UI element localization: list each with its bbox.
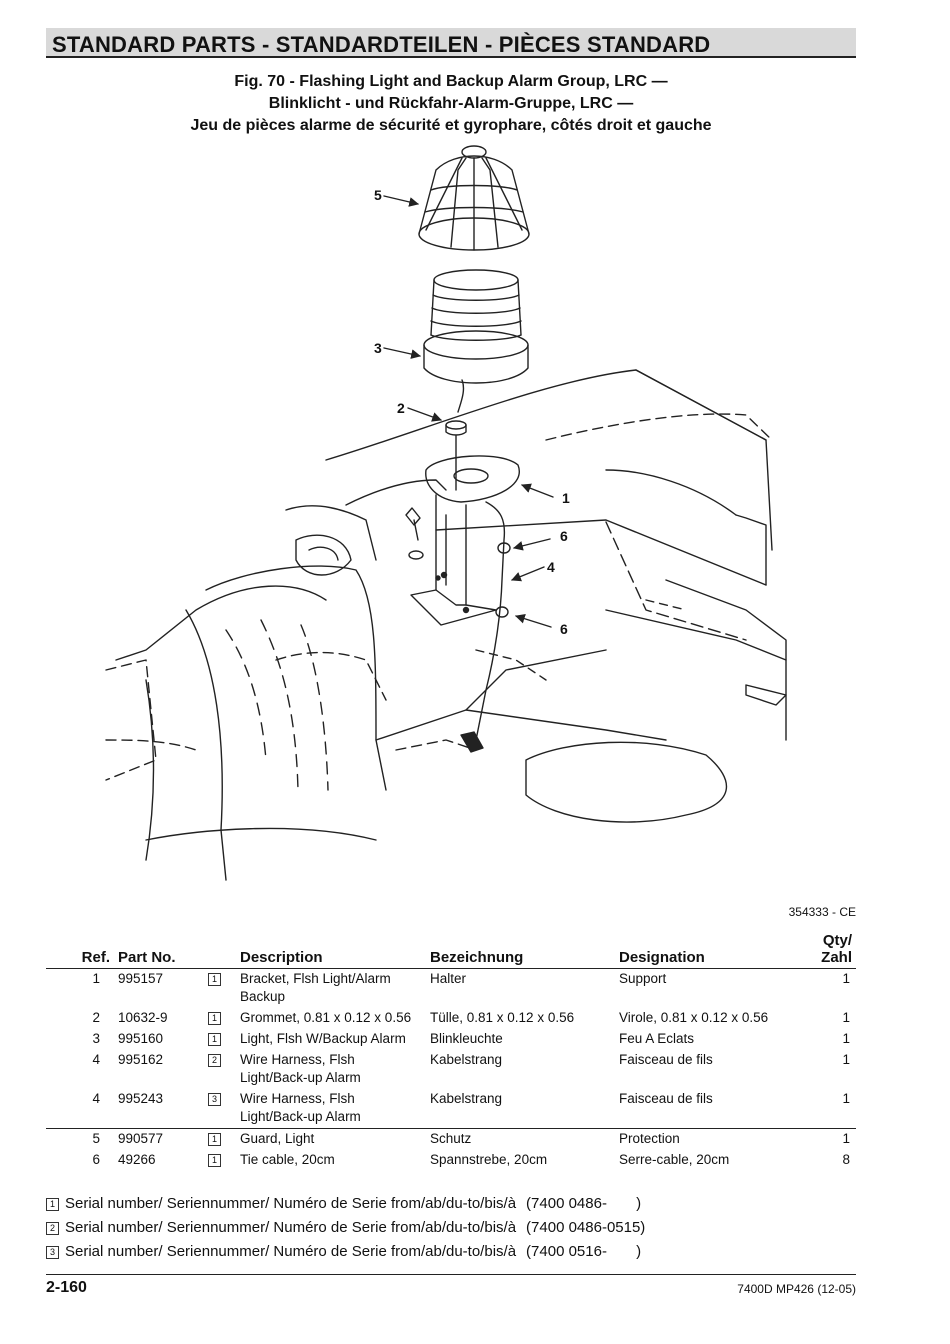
figure-title-fr: Jeu de pièces alarme de sécurité et gyro… xyxy=(190,117,712,134)
callout-5: 5 xyxy=(374,187,382,203)
serial-range: (7400 0486-0515) xyxy=(526,1219,646,1236)
page-header: STANDARD PARTS - STANDARDTEILEN - PIÈCES… xyxy=(46,28,856,58)
vehicle-body-outline xyxy=(105,369,787,881)
serial-note-mark: 3 xyxy=(46,1245,59,1259)
drawing-number: 354333 - CE xyxy=(788,905,856,919)
figure-title-de: Blinklicht - und Rückfahr-Alarm-Gruppe, … xyxy=(268,95,634,112)
col-ref: Ref. xyxy=(46,932,114,969)
table-row: 2 10632-9 1 Grommet, 0.81 x 0.12 x 0.56 … xyxy=(92,1010,850,1025)
serial-note-mark: 2 xyxy=(208,1053,221,1067)
col-part-no: Part No. xyxy=(114,932,204,969)
serial-note: 3 Serial number/ Seriennummer/ Numéro de … xyxy=(46,1240,856,1264)
col-description: Description xyxy=(236,932,426,969)
serial-note-mark: 3 xyxy=(208,1092,221,1106)
callout-2: 2 xyxy=(397,400,405,416)
table-row: 5 990577 1 Guard, Light Schutz Protectio… xyxy=(46,1128,856,1150)
serial-range: (7400 0486- ) xyxy=(526,1195,642,1212)
light-guard-cage xyxy=(418,145,530,251)
figure-title: Fig. 70 - Flashing Light and Backup Alar… xyxy=(46,71,856,137)
callout-6a: 6 xyxy=(560,528,568,544)
serial-note-mark: 1 xyxy=(46,1197,59,1211)
table-row: 4 995162 2 Wire Harness, Flsh Light/Back… xyxy=(92,1052,850,1085)
table-row: 4 995243 3 Wire Harness, Flsh Light/Back… xyxy=(92,1091,850,1124)
mounting-bracket xyxy=(405,455,520,626)
callout-3: 3 xyxy=(374,340,382,356)
col-designation: Designation xyxy=(615,932,796,969)
callout-1: 1 xyxy=(562,490,570,506)
serial-note-mark: 1 xyxy=(208,972,221,986)
table-header-row: Ref. Part No. Description Bezeichnung De… xyxy=(46,932,856,969)
wire-harness-with-ties xyxy=(475,501,511,741)
serial-note: 1 Serial number/ Seriennummer/ Numéro de … xyxy=(46,1192,856,1216)
col-bezeichnung: Bezeichnung xyxy=(426,932,615,969)
table-row: 3 995160 1 Light, Flsh W/Backup Alarm Bl… xyxy=(92,1031,850,1046)
col-qty: Qty/ Zahl xyxy=(796,932,856,969)
callout-arrows xyxy=(383,195,554,628)
figure-title-en: Fig. 70 - Flashing Light and Backup Alar… xyxy=(234,73,668,90)
serial-range: (7400 0516- ) xyxy=(526,1243,642,1260)
callout-4: 4 xyxy=(547,559,555,575)
table-row: 6 49266 1 Tie cable, 20cm Spannstrebe, 2… xyxy=(92,1152,850,1167)
exploded-parts-drawing: 5 3 2 1 6 4 6 xyxy=(105,145,787,881)
serial-note-mark: 1 xyxy=(208,1011,221,1025)
grommet-and-cable xyxy=(445,420,467,491)
serial-note-mark: 2 xyxy=(46,1221,59,1235)
page-number: 2-160 xyxy=(46,1279,87,1296)
serial-note: 2 Serial number/ Seriennummer/ Numéro de … xyxy=(46,1216,856,1240)
serial-note-mark: 1 xyxy=(208,1132,221,1146)
parts-table: Ref. Part No. Description Bezeichnung De… xyxy=(46,932,856,1171)
serial-note-mark: 1 xyxy=(208,1032,221,1046)
page-section-title: STANDARD PARTS - STANDARDTEILEN - PIÈCES… xyxy=(52,32,711,57)
footer-divider xyxy=(46,1274,856,1275)
serial-note-text: Serial number/ Seriennummer/ Numéro de S… xyxy=(65,1243,517,1260)
serial-note-text: Serial number/ Seriennummer/ Numéro de S… xyxy=(65,1195,517,1212)
document-reference: 7400D MP426 (12-05) xyxy=(737,1282,856,1296)
table-row: 1 995157 1 Bracket, Flsh Light/Alarm Bac… xyxy=(92,971,850,1004)
serial-note-mark: 1 xyxy=(208,1153,221,1167)
callout-6b: 6 xyxy=(560,621,568,637)
flashing-light-unit xyxy=(423,269,529,413)
serial-note-text: Serial number/ Seriennummer/ Numéro de S… xyxy=(65,1219,517,1236)
